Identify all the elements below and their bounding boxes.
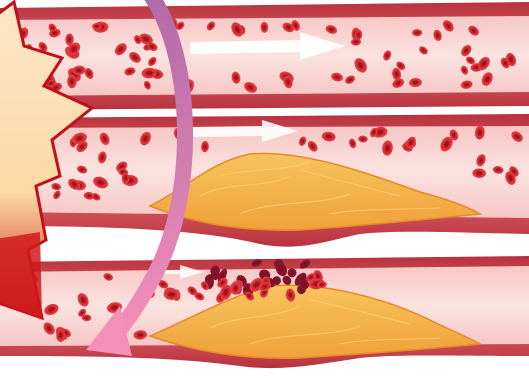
blood-cell xyxy=(67,75,77,89)
panel-blocked-artery xyxy=(0,256,529,368)
panel-narrowed-artery xyxy=(0,114,529,247)
panel-healthy-artery xyxy=(0,2,529,110)
blood-cell xyxy=(412,29,422,36)
